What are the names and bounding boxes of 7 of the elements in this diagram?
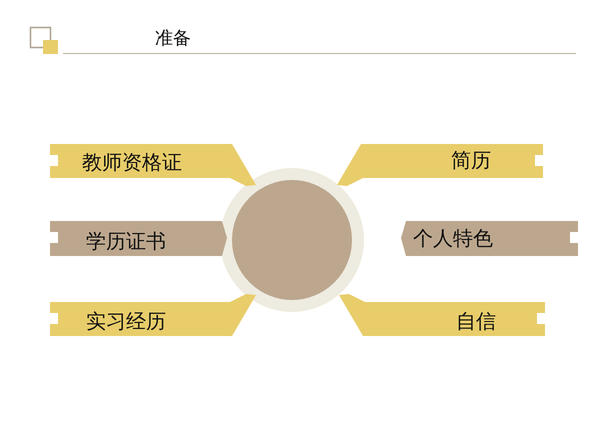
banner-label: 简历 <box>451 150 491 170</box>
title: 准备 <box>155 30 191 48</box>
banner-label: 学历证书 <box>86 231 166 251</box>
banner-label: 实习经历 <box>86 311 166 331</box>
banner-label: 个人特色 <box>413 228 493 248</box>
banner-label: 自信 <box>456 311 496 331</box>
banner-label: 教师资格证 <box>82 152 182 172</box>
